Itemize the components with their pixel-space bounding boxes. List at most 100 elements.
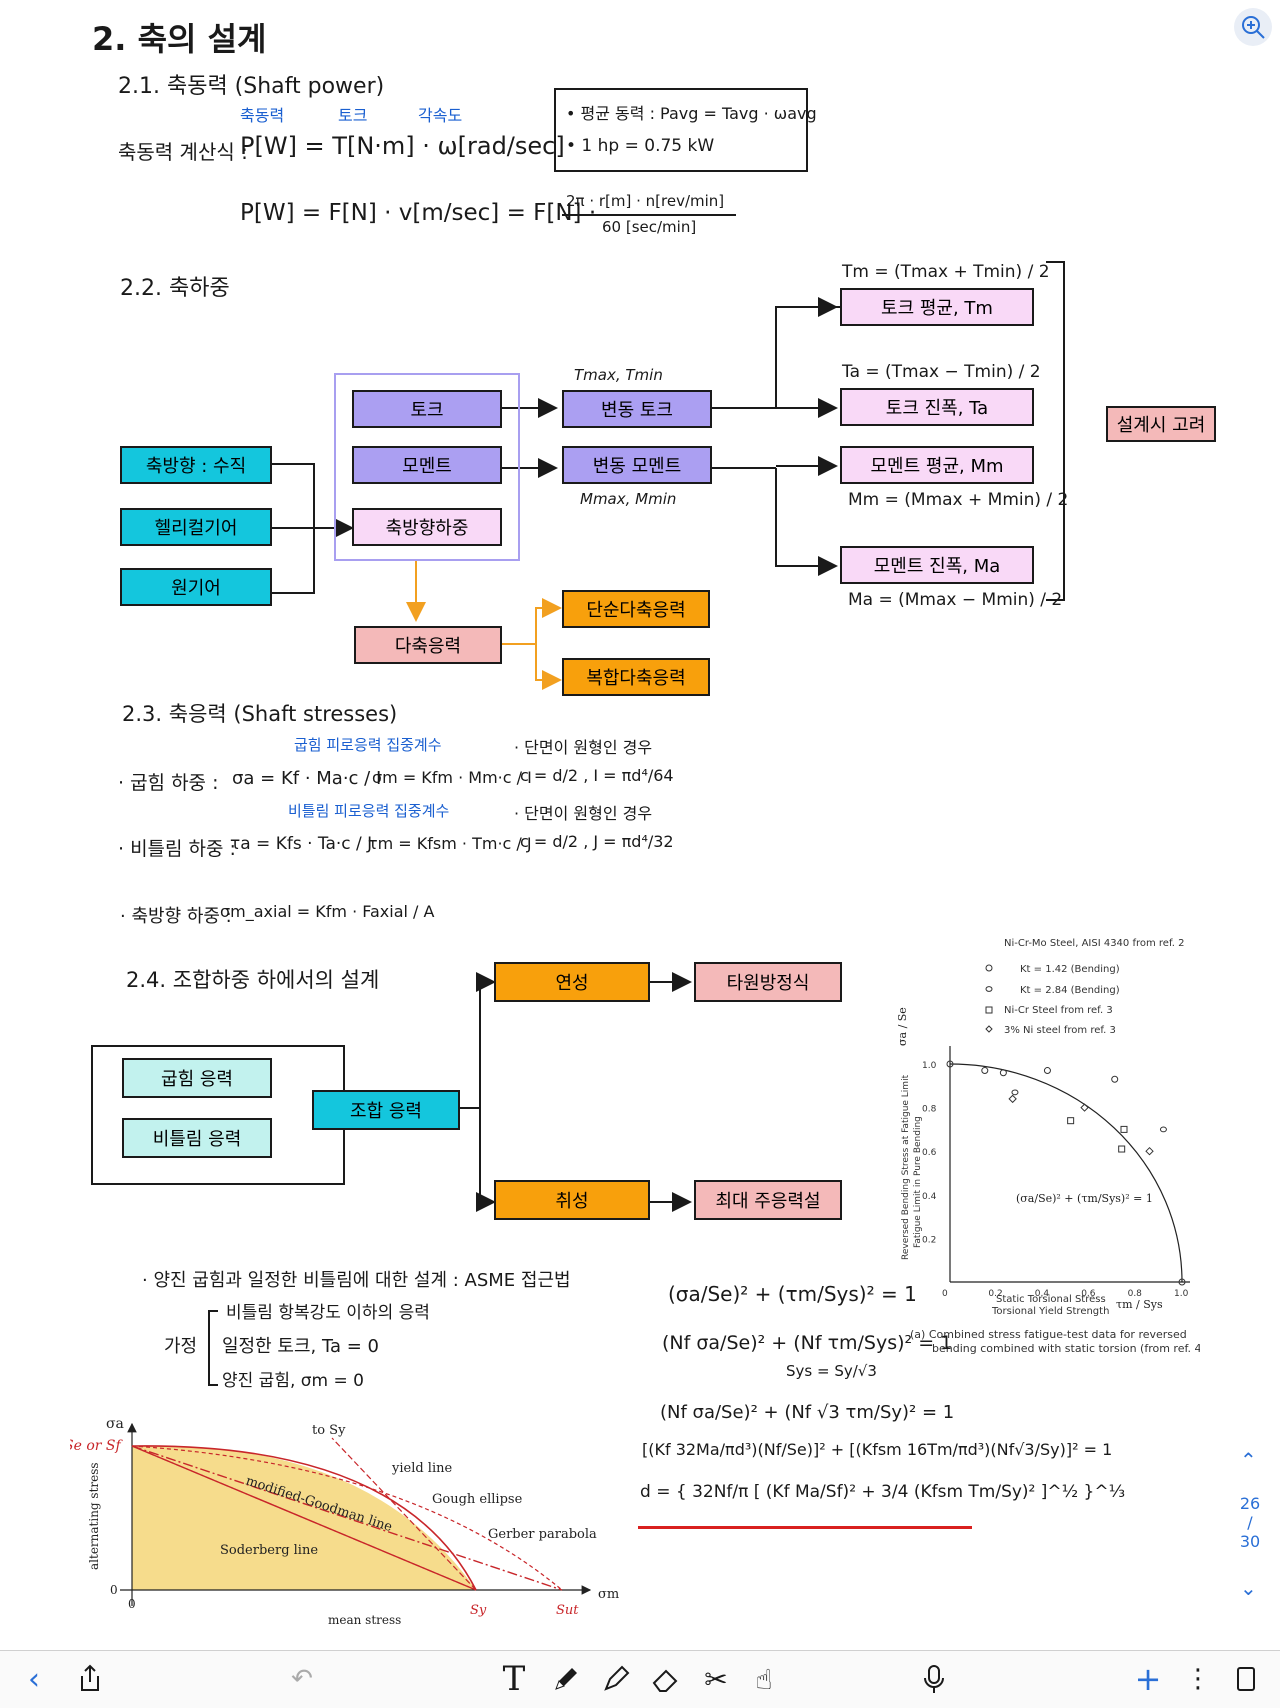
hp-line: • 1 hp = 0.75 kW <box>566 136 715 156</box>
moment-mean-box: 모멘트 평균, Mm <box>840 446 1034 484</box>
power-formula-2: P[W] = F[N] · v[m/sec] = F[N] · <box>240 200 597 226</box>
moment-amp-box: 모멘트 진폭, Ma <box>840 546 1034 584</box>
fraction-bar <box>562 214 736 216</box>
data-point <box>1120 1125 1128 1133</box>
page-title: 2. 축의 설계 <box>92 20 267 58</box>
undo-icon[interactable]: ↶ <box>291 1664 313 1694</box>
legend-3: Ni-Cr Steel from ref. 3 <box>1004 1005 1113 1016</box>
page-up-icon[interactable]: ⌃ <box>1240 1448 1257 1472</box>
x-axis-label-2: Torsional Yield Strength <box>991 1306 1109 1317</box>
helical-gear-box: 헬리컬기어 <box>120 508 272 546</box>
legend-marker-ellipse <box>985 986 993 992</box>
var-moment-box: 변동 모멘트 <box>562 446 712 484</box>
origin-x-label: 0 <box>128 1597 136 1611</box>
y-tick-label: 1.0 <box>922 1061 937 1071</box>
y-tick-label: 0.4 <box>922 1192 937 1202</box>
more-icon[interactable]: ⋮ <box>1185 1664 1211 1694</box>
x-tick-label: 0.6 <box>1081 1289 1096 1299</box>
origin-y-label: 0 <box>110 1583 118 1597</box>
assume-2: 일정한 토크, Ta = 0 <box>222 1336 379 1357</box>
ellipse-eq-box: 타원방정식 <box>694 962 842 1002</box>
page-current: 26 <box>1239 1494 1261 1513</box>
chart-a-axes <box>949 1046 1190 1283</box>
data-point <box>999 1069 1007 1077</box>
label-torque: 토크 <box>338 106 368 125</box>
y-axis-label-2: Fatigue Limit in Pure Bending <box>913 1116 923 1248</box>
gerber-label: Gerber parabola <box>488 1527 597 1542</box>
label-shaft-power: 축동력 <box>240 106 285 125</box>
text-tool-icon[interactable]: T <box>502 1659 526 1699</box>
add-icon[interactable]: + <box>1134 1660 1162 1698</box>
torsion-tm: τm = Kfsm · Tm·c / J <box>368 834 532 853</box>
highlighter-icon[interactable] <box>596 1657 636 1701</box>
alternating-stress-label: alternating stress <box>87 1462 101 1570</box>
ta-formula: Ta = (Tmax − Tmin) / 2 <box>842 362 1041 382</box>
y-tick-label: 0.2 <box>922 1235 936 1245</box>
x-axis-label-1: Static Torsional Stress <box>996 1294 1106 1305</box>
eq-5: d = { 32Nf/π [ (Kf Ma/Sf)² + 3/4 (Kfsm T… <box>640 1482 1126 1502</box>
zoom-icon[interactable] <box>1234 8 1272 46</box>
circular-note-2: · 단면이 원형인 경우 <box>514 804 653 823</box>
sy-label: Sy <box>470 1603 487 1618</box>
y-axis-symbol: σa / Se <box>896 1007 909 1046</box>
result-underline <box>638 1526 972 1529</box>
unit-quarter-circle <box>949 1063 1183 1283</box>
circular-formula-1: c = d/2 , I = πd⁴/64 <box>520 766 674 785</box>
y-tick-label: 0.6 <box>922 1148 937 1158</box>
eq-1: (σa/Se)² + (τm/Sys)² = 1 <box>668 1282 917 1306</box>
legend-marker-square <box>985 1006 993 1014</box>
brittle-box: 취성 <box>494 1180 650 1220</box>
asme-title: · 양진 굽힘과 일정한 비틀림에 대한 설계 : ASME 접근법 <box>142 1270 571 1291</box>
eq-3: (Nf σa/Se)² + (Nf √3 τm/Sy)² = 1 <box>660 1402 955 1423</box>
chart-a-data-points <box>946 1060 1186 1286</box>
torsion-label: · 비틀림 하중 : <box>118 838 236 860</box>
soderberg-line <box>131 1445 477 1591</box>
legend-2: Kt = 2.84 (Bending) <box>1020 985 1120 996</box>
mm-formula: Mm = (Mmax + Mmin) / 2 <box>848 490 1069 510</box>
assume-label: 가정 <box>164 1336 198 1357</box>
bending-stress-box: 굽힘 응력 <box>122 1058 272 1098</box>
assume-1: 비틀림 항복강도 이하의 응력 <box>226 1303 430 1323</box>
back-icon[interactable]: ‹ <box>28 1661 40 1697</box>
torsion-ta: τa = Kfs · Ta·c / J <box>230 834 373 854</box>
microphone-icon[interactable] <box>914 1657 954 1701</box>
power-formula-2-numerator: 2π · r[m] · n[rev/min] <box>566 192 725 210</box>
x-tick-label: 0.8 <box>1128 1289 1143 1299</box>
torque-box: 토크 <box>352 390 502 428</box>
page-separator-icon: / <box>1247 1513 1253 1532</box>
x-axis-symbol: τm / Sys <box>1116 1298 1163 1311</box>
power-formula-2-denominator: 60 [sec/min] <box>602 218 697 236</box>
design-consider-box: 설계시 고려 <box>1106 406 1216 442</box>
power-formula: P[W] = T[N·m] · ω[rad/sec] <box>240 132 565 160</box>
share-icon[interactable] <box>70 1657 110 1701</box>
assume-bracket <box>208 1310 218 1386</box>
caption-2: bending combined with static torsion (fr… <box>932 1342 1200 1355</box>
sigma-a-label: σa <box>106 1416 124 1432</box>
legend-1: Kt = 1.42 (Bending) <box>1020 964 1120 975</box>
torque-amp-box: 토크 진폭, Ta <box>840 388 1034 426</box>
x-tick-label: 0.4 <box>1035 1289 1050 1299</box>
eq-2: (Nf σa/Se)² + (Nf τm/Sys)² = 1 <box>662 1332 953 1354</box>
data-point <box>1043 1067 1051 1075</box>
pen-tool-icon[interactable] <box>546 1657 586 1701</box>
lasso-scissors-icon[interactable]: ✂ <box>704 1662 728 1696</box>
page-down-icon[interactable]: ⌄ <box>1240 1576 1257 1600</box>
x-tick-label: 1.0 <box>1174 1289 1189 1299</box>
tm-formula: Tm = (Tmax + Tmin) / 2 <box>842 262 1050 282</box>
ma-formula: Ma = (Mmax − Mmin) / 2 <box>848 590 1063 610</box>
page-view-icon[interactable] <box>1226 1657 1266 1701</box>
hand-tool-icon[interactable]: ☝ <box>755 1662 773 1696</box>
goodman-diagram: σa Se or Sf to Sy yield line Gough ellip… <box>70 1416 619 1627</box>
data-point <box>1159 1126 1167 1133</box>
axial-vertical-box: 축방향 : 수직 <box>120 446 272 484</box>
legend-marker-circle <box>985 964 993 972</box>
ductile-box: 연성 <box>494 962 650 1002</box>
data-point <box>1011 1089 1019 1096</box>
bottom-toolbar: ‹ ↶ T ✂ ☝ + ⋮ <box>0 1650 1280 1708</box>
x-tick-label: 0 <box>942 1289 948 1299</box>
eraser-icon[interactable] <box>646 1657 686 1701</box>
torsion-stress-box: 비틀림 응력 <box>122 1118 272 1158</box>
page-total: 30 <box>1239 1532 1261 1551</box>
data-point <box>1111 1075 1119 1083</box>
